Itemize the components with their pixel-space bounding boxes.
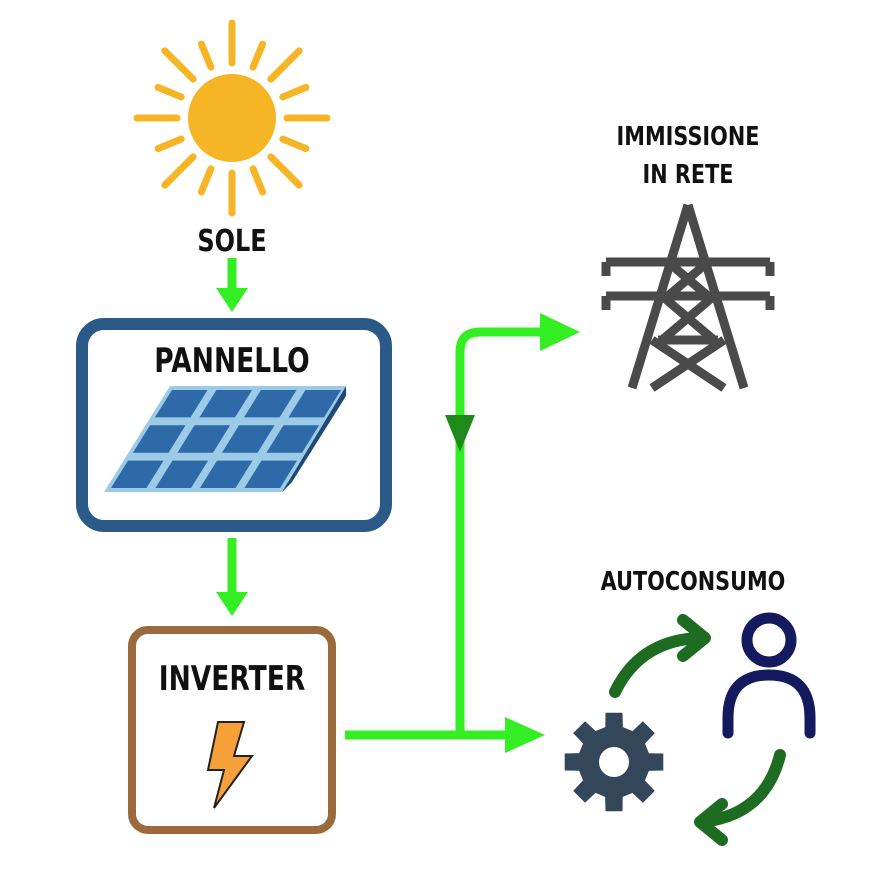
person-icon xyxy=(722,612,816,739)
sun-ray xyxy=(154,135,185,153)
self-consumption-label: AUTOCONSUMO xyxy=(601,566,786,597)
solar-panel-icon xyxy=(104,386,346,492)
inverter-label: INVERTER xyxy=(159,660,306,699)
sun-ray xyxy=(249,165,267,196)
flow-arrow-panel-to-inverter xyxy=(216,538,248,616)
solar-cell xyxy=(244,460,298,489)
grid-label-line2: IN RETE xyxy=(643,159,734,190)
panel-label: PANNELLO xyxy=(154,342,309,381)
solar-cell xyxy=(243,389,297,418)
solar-cell xyxy=(132,425,186,453)
flow-arrow-to-self-consumption xyxy=(505,717,545,753)
solar-cell xyxy=(177,425,231,453)
sun-ray xyxy=(154,83,185,101)
sun-ray xyxy=(161,47,197,83)
cycle-arrow-icon xyxy=(609,614,786,846)
sun-ray xyxy=(197,165,215,196)
sun-ray xyxy=(279,83,310,101)
solar-cell xyxy=(110,460,164,489)
lightning-icon xyxy=(206,721,254,809)
solar-cell xyxy=(155,460,209,489)
sun-ray xyxy=(267,47,303,83)
flow-lines xyxy=(345,327,548,740)
solar-cell xyxy=(154,389,208,418)
gear-icon xyxy=(564,712,664,812)
flow-arrow-sun-to-panel xyxy=(216,258,248,312)
solar-cell xyxy=(199,389,253,418)
solar-cell xyxy=(199,460,253,489)
sun-ray xyxy=(161,153,197,189)
solar-cell xyxy=(266,425,320,453)
sun-ray xyxy=(267,153,303,189)
sun-ray xyxy=(279,135,310,153)
flow-arrow-to-grid xyxy=(540,313,580,351)
sun-label: SOLE xyxy=(197,224,266,258)
gear-shape xyxy=(564,712,664,812)
sun-ray xyxy=(197,40,215,71)
grid-label-line1: IMMISSIONE xyxy=(617,121,760,152)
solar-cell xyxy=(288,389,342,418)
flow-arrow-from-grid xyxy=(445,415,475,452)
solar-cell xyxy=(221,425,275,453)
power-tower-icon xyxy=(601,203,775,392)
sun-icon xyxy=(133,19,331,217)
sun-ray xyxy=(249,40,267,71)
